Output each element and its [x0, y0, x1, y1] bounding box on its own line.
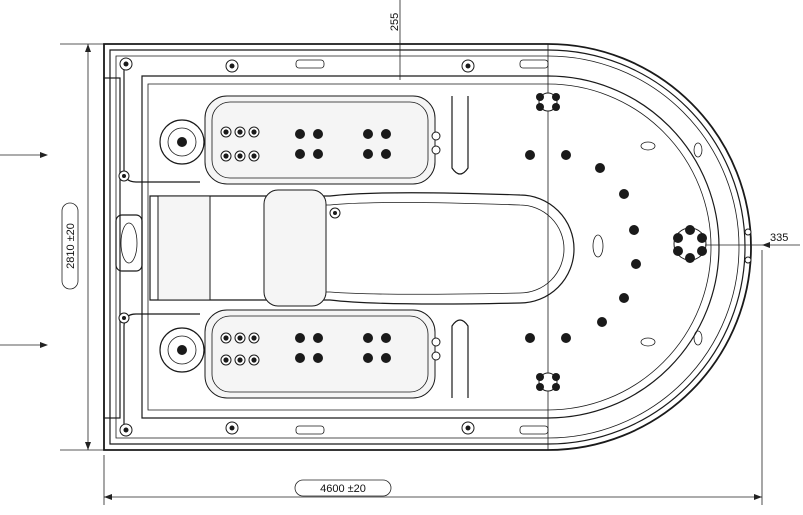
top-lounger-seat [204, 95, 436, 185]
bottom-lounger-seat-inner [211, 315, 429, 393]
curved-wall-jets [525, 150, 641, 343]
deck-fittings-left [118, 170, 130, 324]
flower-jet-top [536, 92, 560, 112]
right-offset-dimension [705, 242, 800, 248]
width-dimension [103, 250, 763, 505]
filter-box-lid [120, 222, 138, 264]
footwell-inner [269, 202, 565, 295]
outer-shell [103, 43, 752, 451]
deck-fittings-top [119, 57, 549, 73]
right-rim-fittings [592, 141, 752, 347]
footwell-channel [149, 192, 575, 305]
shell-rim-1 [109, 49, 746, 445]
grab-rail-bottom-right [451, 319, 469, 398]
filter-box [115, 214, 143, 272]
flower-jet-right [673, 225, 707, 263]
grab-rail-top-left [123, 62, 200, 183]
height-dimension [60, 43, 104, 451]
top-lounger-jets [220, 126, 441, 162]
right-offset-label: 335 [770, 232, 788, 244]
top-lounger-seat-inner [211, 101, 429, 179]
mid-cushion-block [263, 189, 327, 307]
top-headrest [159, 119, 205, 165]
inner-deck-edge [147, 83, 712, 411]
top-offset-label: 255 [389, 13, 401, 31]
inlet-arrow-bottom [0, 342, 48, 348]
grab-rail-top-right [451, 96, 469, 175]
width-dimension-label: 4600 ±20 [320, 483, 366, 495]
bottom-lounger-jets [220, 332, 441, 366]
left-skirt-panel [103, 77, 121, 419]
inner-deck [141, 75, 720, 419]
grab-rail-bottom-left [123, 313, 200, 432]
left-cushion-block [157, 195, 211, 301]
shell-rim-2 [115, 55, 740, 439]
deck-fittings-bottom [119, 421, 549, 437]
bottom-headrest [159, 327, 205, 373]
flower-jet-bottom [536, 372, 560, 392]
height-dimension-label: 2810 ±20 [65, 223, 77, 269]
inlet-arrow-top [0, 152, 48, 158]
